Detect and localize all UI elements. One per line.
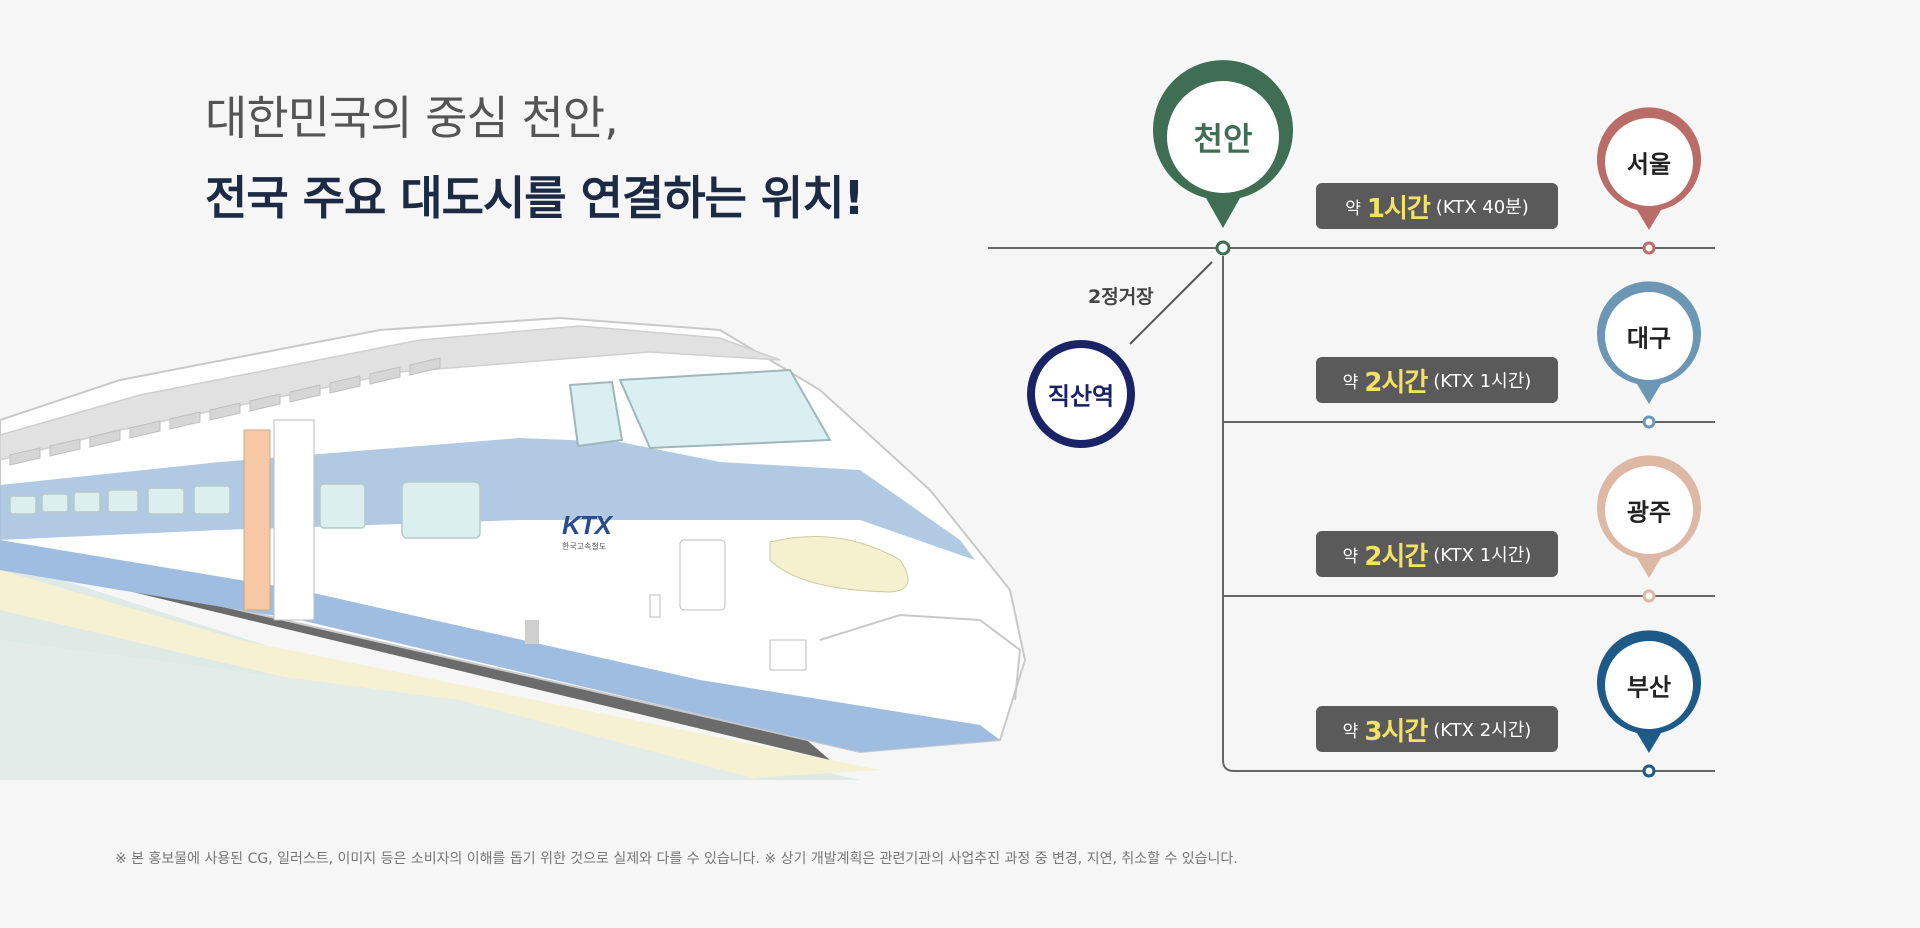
destination-busan-label: 부산 [1626, 673, 1672, 702]
stops-label: 2정거장 [1088, 286, 1154, 308]
ktx-logo-text: KTX [562, 510, 612, 540]
travel-time-seoul: 약 1시간 (KTX 40분) [1316, 183, 1558, 229]
daegu-pin [1597, 281, 1702, 404]
travel-time-ktx: (KTX 2시간) [1433, 720, 1532, 741]
seoul-pin [1597, 107, 1702, 230]
ktx-train-illustration [0, 316, 1027, 780]
travel-time-ktx: (KTX 1시간) [1433, 371, 1532, 392]
headline-line-2: 전국 주요 대도시를 연결하는 위치! [205, 171, 865, 225]
travel-time-prefix: 약 [1342, 372, 1359, 393]
travel-time-ktx: (KTX 40분) [1435, 197, 1529, 218]
station-label: 직산역 [1047, 382, 1115, 411]
travel-time-daegu: 약 2시간 (KTX 1시간) [1316, 357, 1558, 403]
destination-daegu-label: 대구 [1626, 324, 1672, 353]
disclaimer-text: ※ 본 홍보물에 사용된 CG, 일러스트, 이미지 등은 소비자의 이해를 돕… [115, 851, 1238, 867]
destination-seoul-label: 서울 [1626, 150, 1672, 179]
travel-time-busan: 약 3시간 (KTX 2시간) [1316, 706, 1558, 752]
daegu-node-marker [1642, 415, 1656, 429]
gwangju-node-marker [1642, 589, 1656, 603]
travel-time-gwangju: 약 2시간 (KTX 1시간) [1316, 531, 1558, 577]
travel-time-ktx: (KTX 1시간) [1433, 545, 1532, 566]
travel-time-duration: 3시간 [1364, 716, 1428, 747]
travel-time-prefix: 약 [1342, 721, 1359, 742]
seoul-node-marker [1642, 241, 1656, 255]
travel-time-prefix: 약 [1342, 546, 1359, 567]
ktx-logo-caption: 한국고속철도 [562, 542, 607, 551]
travel-time-duration: 2시간 [1364, 541, 1428, 572]
ktx-logo: KTX 한국고속철도 [562, 510, 642, 552]
busan-node-marker [1642, 764, 1656, 778]
travel-time-duration: 1시간 [1366, 193, 1431, 224]
travel-time-duration: 2시간 [1364, 367, 1428, 398]
gwangju-pin [1597, 455, 1702, 578]
hub-label: 천안 [1193, 120, 1253, 158]
destination-gwangju-label: 광주 [1626, 498, 1672, 527]
hub-pin [1153, 60, 1293, 228]
headline-line-1: 대한민국의 중심 천안, [205, 91, 619, 145]
hub-node-marker [1215, 240, 1231, 256]
travel-time-prefix: 약 [1345, 198, 1361, 219]
busan-pin [1597, 630, 1702, 753]
